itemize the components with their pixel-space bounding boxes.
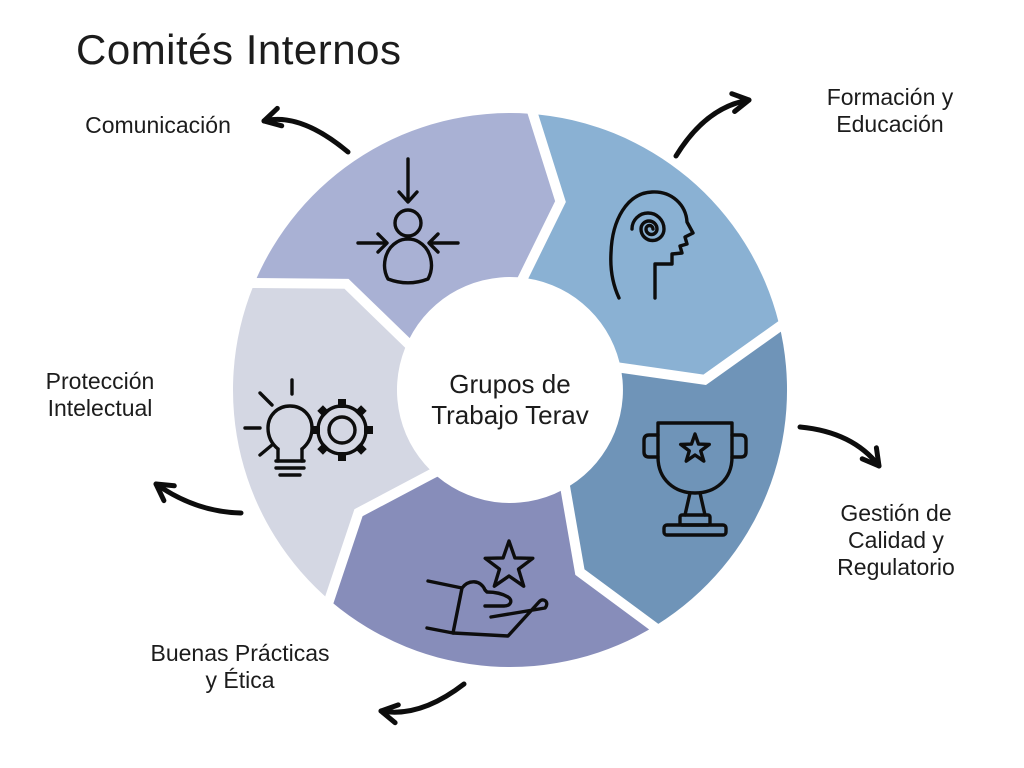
head-spiral-icon: [609, 190, 695, 300]
segment-divider: [606, 316, 791, 386]
segment-divider: [321, 462, 449, 611]
label-formacion: Formación y Educación: [826, 84, 954, 137]
comunicacion-arrow: [261, 105, 351, 155]
segment-gestion: [569, 323, 788, 625]
segment-buenas: [331, 476, 657, 668]
hand-star-icon: [425, 539, 549, 638]
label-gestion: Gestión de Calidad y Regulatorio: [837, 500, 955, 580]
segment-divider: [512, 103, 566, 293]
page-title: Comités Internos: [76, 26, 402, 73]
trophy-star-icon: [642, 421, 748, 537]
proteccion-arrow: [153, 481, 244, 516]
segment-comunicacion: [253, 113, 561, 348]
person-converging-arrows-icon: [356, 157, 460, 285]
segment-divider: [558, 473, 665, 637]
bulb-gear-icon: [243, 378, 373, 477]
annotation-arrows: [153, 91, 882, 726]
buenas-arrow: [378, 681, 467, 726]
label-proteccion: Protección Intelectual: [45, 368, 155, 421]
label-buenas: Buenas Prácticas y Ética: [150, 640, 330, 693]
formacion-arrow: [673, 91, 752, 159]
gestion-arrow: [797, 424, 882, 469]
segment-formacion: [517, 113, 779, 380]
label-comunicacion: Comunicación: [85, 112, 231, 138]
wheel-center-label: Grupos de Trabajo Terav: [431, 369, 589, 430]
segment-divider: [244, 277, 421, 357]
